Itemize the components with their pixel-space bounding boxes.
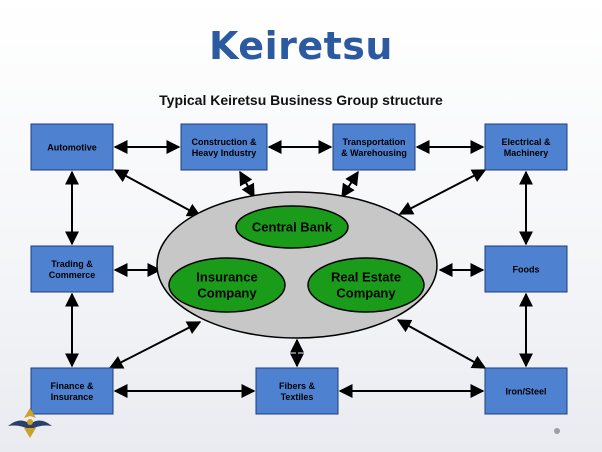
connector-arrow [396, 319, 487, 369]
box-transportation-label: Transportation [342, 137, 405, 147]
real-estate-company-oval [307, 257, 425, 313]
box-iron-rect [484, 367, 568, 415]
box-transportation-label: & Warehousing [341, 148, 407, 158]
box-fibers-rect [255, 367, 339, 415]
box-finance-label: Finance & [50, 381, 94, 391]
box-foods-label: Foods [513, 265, 540, 275]
connector-arrow [341, 170, 359, 199]
connector-arrow [239, 170, 255, 199]
real-estate-company-label: Real Estate [331, 270, 401, 285]
box-iron-label: Iron/Steel [505, 387, 546, 397]
central-bank-node: Central Bank [235, 205, 349, 249]
connector-arrow [113, 169, 202, 217]
box-finance: Finance &Insurance [30, 367, 114, 415]
box-electrical-rect [484, 123, 568, 171]
insurance-company-label: Company [197, 286, 257, 301]
box-automotive: Automotive [30, 123, 114, 171]
box-trading: Trading &Commerce [30, 245, 114, 293]
box-construction-label: Construction & [192, 137, 257, 147]
box-construction: Construction &Heavy Industry [180, 123, 268, 171]
real-estate-company-label: Company [336, 286, 396, 301]
watermark-logo-icon [8, 408, 52, 438]
box-transportation: Transportation& Warehousing [332, 123, 416, 171]
box-electrical-label: Electrical & [501, 137, 551, 147]
box-fibers: Fibers &Textiles [255, 367, 339, 415]
box-electrical-label: Machinery [504, 148, 549, 158]
box-fibers-label: Fibers & [279, 381, 316, 391]
central-bank-label: Central Bank [252, 220, 333, 235]
box-finance-rect [30, 367, 114, 415]
box-fibers-label: Textiles [281, 392, 314, 402]
slide-dot [554, 428, 560, 434]
box-automotive-rect [30, 123, 114, 171]
box-construction-label: Heavy Industry [192, 148, 257, 158]
box-transportation-rect [332, 123, 416, 171]
diagram-subtitle: Typical Keiretsu Business Group structur… [159, 92, 443, 108]
box-automotive-label: Automotive [47, 143, 97, 153]
box-iron: Iron/Steel [484, 367, 568, 415]
slide-title: Keiretsu [209, 24, 393, 68]
box-construction-rect [180, 123, 268, 171]
insurance-company-label: Insurance [196, 270, 257, 285]
central-bank-oval [235, 205, 349, 249]
insurance-company-oval [168, 257, 286, 313]
box-electrical: Electrical &Machinery [484, 123, 568, 171]
box-foods-rect [484, 245, 568, 293]
box-finance-label: Insurance [51, 392, 94, 402]
box-trading-rect [30, 245, 114, 293]
box-trading-label: Commerce [49, 270, 96, 280]
connector-arrow [108, 321, 202, 369]
box-foods: Foods [484, 245, 568, 293]
box-trading-label: Trading & [51, 259, 93, 269]
connector-arrow [398, 169, 487, 215]
